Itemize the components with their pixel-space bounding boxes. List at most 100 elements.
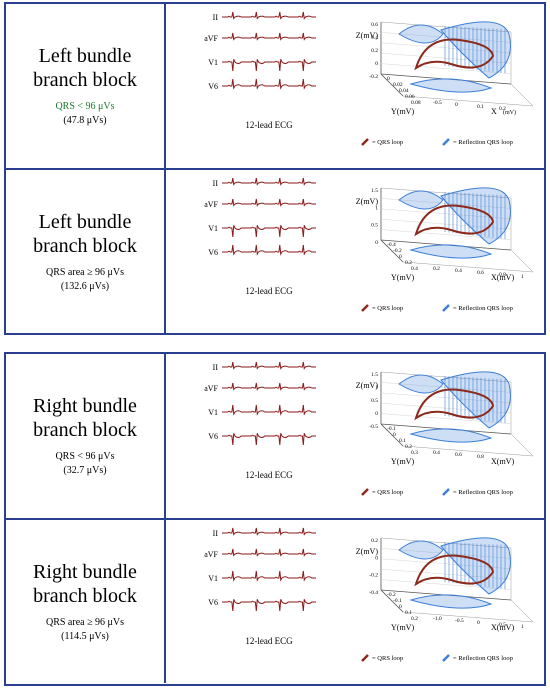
legend-qrs-label: = QRS loop xyxy=(372,305,403,312)
y-tick-label: 0.1 xyxy=(405,610,412,616)
legend-reflection-label: = Reflection QRS loop xyxy=(453,489,513,496)
z-tick-label: 0.2 xyxy=(371,538,378,544)
loop-grid-line xyxy=(380,32,512,43)
lead-label-ii: II xyxy=(213,363,219,372)
x-tick-label: -0.5 xyxy=(455,618,464,624)
label-cell: Left bundle branch block QRS area ≥ 96 μ… xyxy=(6,170,166,333)
lead-label-v1: V1 xyxy=(208,58,218,67)
legend-qrs-swatch xyxy=(361,654,369,662)
title-line1: Left bundle xyxy=(38,45,132,67)
lead-label-v1: V1 xyxy=(208,224,218,233)
lead-label-v1: V1 xyxy=(208,574,218,583)
z-tick-label: 0.4 xyxy=(371,35,378,41)
title-line1: Right bundle xyxy=(33,395,137,417)
panel-title: Right bundle branch block xyxy=(6,560,164,608)
loop-grid-line xyxy=(380,382,512,393)
title-line2: branch block xyxy=(33,585,137,607)
qrs-area-value: (114.5 μVs) xyxy=(61,631,109,642)
legend-qrs-label: = QRS loop xyxy=(372,489,403,496)
y-tick-label: 0.04 xyxy=(399,88,409,94)
y-tick-label: -0.4 xyxy=(387,242,396,248)
lead-label-ii: II xyxy=(213,529,219,538)
ecg-trace-ii xyxy=(222,361,316,370)
z-tick-label: 0 xyxy=(375,61,378,67)
y-tick-label: 0 xyxy=(387,76,390,82)
y-tick-label: 0 xyxy=(393,432,396,438)
y-tick-label: 0.06 xyxy=(405,94,415,100)
ecg-trace-ii xyxy=(222,177,316,186)
qrs-criterion: QRS area ≥ 96 μVs xyxy=(45,267,125,278)
panel-title: Left bundle branch block xyxy=(6,44,164,92)
panel-lbbb-high: Left bundle branch block QRS area ≥ 96 μ… xyxy=(6,170,544,333)
y-tick-label: 0.08 xyxy=(411,100,421,106)
z-tick-label: -0.2 xyxy=(369,573,378,579)
lead-label-v6: V6 xyxy=(208,598,218,607)
x-tick-label: 0.2 xyxy=(433,266,440,272)
loop-grid-line xyxy=(380,229,512,240)
x-tick-label: 0.4 xyxy=(455,268,462,274)
ecg-trace-v6 xyxy=(222,78,316,90)
lead-label-avf: aVF xyxy=(204,384,218,393)
legend-qrs-swatch xyxy=(361,304,369,312)
reflection-qrs-loop-surface xyxy=(398,374,444,394)
x-axis-unit: (mV) xyxy=(503,109,516,116)
legend-reflection-label: = Reflection QRS loop xyxy=(453,655,513,662)
x-axis-label: X(mV) xyxy=(491,273,514,282)
reflection-qrs-loop-surface xyxy=(440,371,511,429)
z-tick-label: 0.5 xyxy=(371,398,378,404)
z-tick-label: 0.5 xyxy=(371,223,378,229)
panel-title: Right bundle branch block xyxy=(6,394,164,442)
y-tick-label: 0 xyxy=(399,604,402,610)
z-tick-label: 1 xyxy=(375,205,378,211)
label-cell: Right bundle branch block QRS area ≥ 96 … xyxy=(6,520,166,683)
ecg-trace-ii xyxy=(222,11,316,20)
reflection-qrs-loop-surface xyxy=(398,24,444,44)
y-tick-label: -0.1 xyxy=(387,426,396,432)
loop-grid-line xyxy=(380,208,512,219)
reflection-qrs-loop-surface xyxy=(398,540,444,560)
y-tick-label: 0.02 xyxy=(393,82,403,88)
title-line2: branch block xyxy=(33,419,137,441)
legend-reflection-swatch xyxy=(442,138,450,146)
z-tick-label: 0 xyxy=(375,411,378,417)
z-tick-label: 1.5 xyxy=(371,188,378,194)
loop-grid-line xyxy=(380,198,512,209)
ecg-trace-v1 xyxy=(222,404,316,416)
panel-title: Left bundle branch block xyxy=(6,210,164,258)
loop-grid-line xyxy=(380,42,512,53)
qrs-loop-curve xyxy=(414,38,495,71)
lead-label-avf: aVF xyxy=(204,34,218,43)
panel-rbbb-low: Right bundle branch block QRS < 96 μVs (… xyxy=(6,354,544,520)
loop-grid-line xyxy=(380,413,512,424)
x-axis-label: X(mV) xyxy=(491,457,514,466)
reflection-qrs-loop-surface xyxy=(409,78,493,93)
x-tick-label: 0 xyxy=(477,620,480,626)
y-tick-label: 0.4 xyxy=(411,266,418,272)
y-tick-label: 0.2 xyxy=(411,616,418,622)
title-line2: branch block xyxy=(33,69,137,91)
y-axis-label: Y(mV) xyxy=(391,107,414,116)
x-tick-label: 0 xyxy=(455,102,458,108)
reflection-qrs-loop-surface xyxy=(409,594,493,609)
x-tick-label: 0.6 xyxy=(455,452,462,458)
y-tick-label: 0.2 xyxy=(405,260,412,266)
y-tick-label: 0.2 xyxy=(405,444,412,450)
ecg-trace-v6 xyxy=(222,244,316,256)
legend-reflection-swatch xyxy=(442,488,450,496)
legend-reflection-swatch xyxy=(442,304,450,312)
x-axis-label: X(mV) xyxy=(491,623,514,632)
qrs-area-value: (47.8 μVs) xyxy=(63,115,107,126)
ecg-caption: 12-lead ECG xyxy=(245,636,293,646)
right-bundle-branch-block-group: Right bundle branch block QRS < 96 μVs (… xyxy=(4,352,546,686)
lead-label-v6: V6 xyxy=(208,248,218,257)
x-tick-label: 0.4 xyxy=(433,450,440,456)
y-axis-label: Y(mV) xyxy=(391,273,414,282)
panel-rbbb-high: Right bundle branch block QRS area ≥ 96 … xyxy=(6,520,544,683)
